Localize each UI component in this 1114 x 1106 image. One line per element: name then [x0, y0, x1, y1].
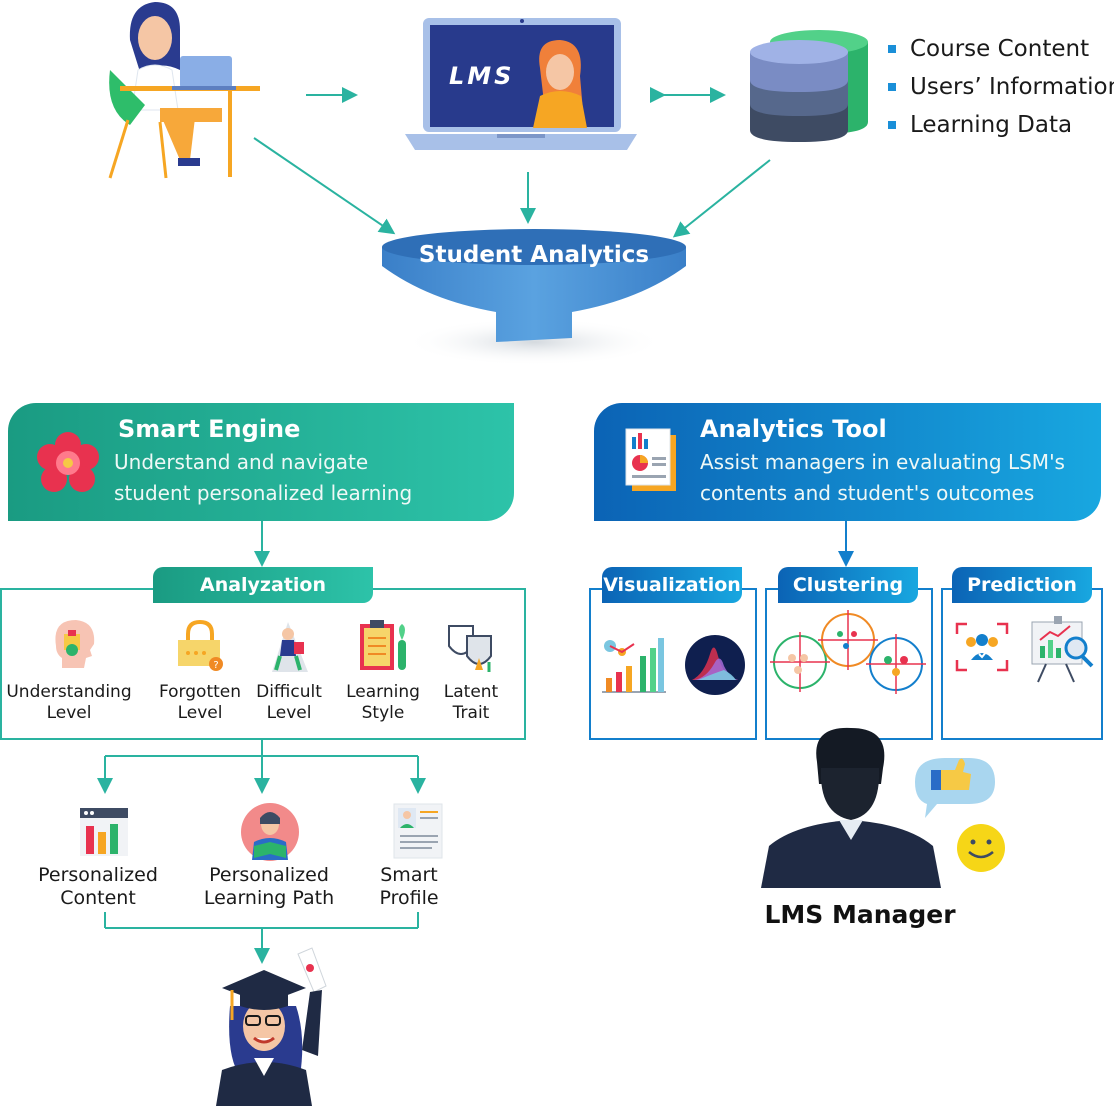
- list-item: Users’ Information: [888, 68, 1114, 106]
- smart-engine-title: Smart Engine: [118, 415, 301, 443]
- bullet-icon: [888, 83, 896, 91]
- manager-icon: [761, 727, 1005, 888]
- list-item: Course Content: [888, 30, 1114, 68]
- density-plot-icon: [685, 635, 745, 695]
- bullet-icon: [888, 121, 896, 129]
- analytics-tool-subtitle-2: contents and student's outcomes: [700, 481, 1035, 505]
- funnel-icon: [382, 229, 686, 342]
- data-source-list: Course Content Users’ Information Learni…: [888, 30, 1114, 144]
- lms-screen-label: LMS: [449, 62, 515, 90]
- funnel-shadow: [404, 318, 664, 366]
- mask-icon: [448, 625, 492, 672]
- laptop-icon: [405, 18, 637, 150]
- arrow-db-to-funnel: [672, 159, 771, 238]
- bar-chart-icon: [602, 638, 666, 693]
- analytics-tool-subtitle-1: Assist managers in evaluating LSM's: [700, 450, 1065, 474]
- climber-icon: [272, 622, 308, 672]
- reader-icon: [241, 803, 299, 861]
- svg-text:?: ?: [213, 660, 218, 671]
- arrow-user-to-funnel: [253, 137, 396, 235]
- database-icon: [750, 30, 868, 142]
- lms-laptop: LMS: [405, 16, 637, 152]
- tab-visualization: Visualization: [602, 567, 742, 603]
- content-icon: [80, 808, 128, 856]
- analyzation-tab: Analyzation: [153, 567, 373, 603]
- bullet-icon: [888, 45, 896, 53]
- manager-label: LMS Manager: [764, 900, 956, 929]
- lock-icon: ?: [178, 620, 223, 671]
- smart-engine-subtitle-1: Understand and navigate: [114, 450, 369, 474]
- smart-engine-banner: Smart Engine Understand and navigate stu…: [8, 403, 514, 521]
- head-icon: [55, 620, 95, 668]
- funnel-label: Student Analytics: [418, 242, 650, 268]
- cluster-targets-icon: [770, 610, 926, 694]
- analytics-tool-banner: Analytics Tool Assist managers in evalua…: [594, 403, 1101, 521]
- graduate-icon: [216, 947, 327, 1106]
- profile-icon: [393, 803, 443, 859]
- brain-flower-icon: [37, 432, 99, 492]
- analyzation-box: [0, 588, 526, 740]
- tab-clustering: Clustering: [778, 567, 918, 603]
- analytics-tool-title: Analytics Tool: [700, 415, 887, 443]
- clipboard-icon: [360, 620, 406, 670]
- forecast-board-icon: [1031, 616, 1094, 683]
- student-at-desk-icon: [108, 2, 260, 179]
- report-icon: [625, 428, 676, 491]
- focus-group-icon: [955, 622, 1009, 672]
- list-item: Learning Data: [888, 106, 1114, 144]
- tab-prediction: Prediction: [952, 567, 1092, 603]
- smart-engine-subtitle-2: student personalized learning: [114, 481, 413, 505]
